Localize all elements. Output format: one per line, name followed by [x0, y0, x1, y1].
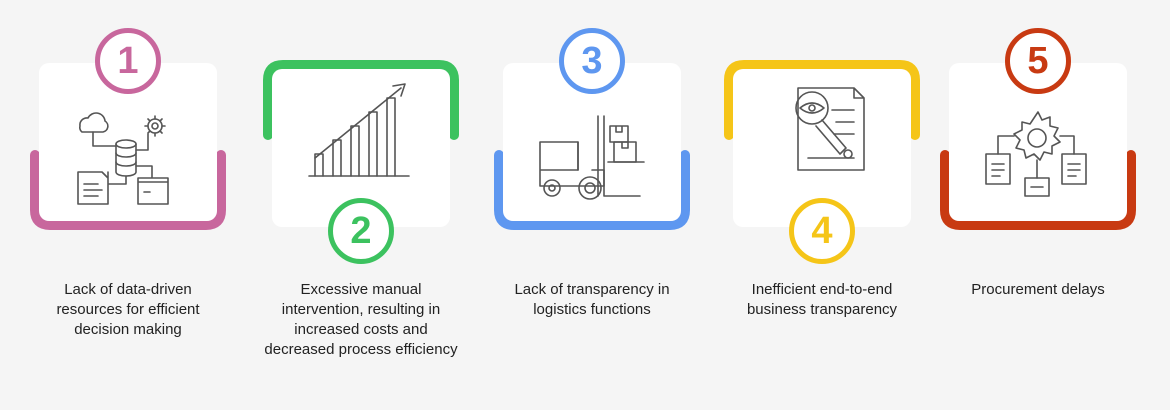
step-number-badge: 5: [1005, 28, 1071, 94]
step-caption-5: Procurement delays: [971, 281, 1105, 298]
step-card-2: 2: [263, 60, 459, 264]
step-number-badge: 4: [789, 198, 855, 264]
step-caption-1: Lack of data-driven resources for effici…: [56, 281, 200, 338]
document-inspection-icon: [795, 87, 865, 171]
growth-chart-icon: [308, 83, 410, 177]
forklift-icon: [539, 115, 645, 200]
step-card-3: 3: [494, 28, 690, 230]
card-frame: [724, 60, 920, 227]
data-infrastructure-icon: [77, 112, 169, 205]
step-card-4: 4: [724, 60, 920, 264]
card-frame: [263, 60, 459, 227]
step-card-5: 5: [940, 28, 1136, 230]
step-caption-2: Excessive manual intervention, resulting…: [264, 281, 458, 358]
step-number-badge: 1: [95, 28, 161, 94]
step-caption-3: Lack of transparency in logistics functi…: [514, 281, 670, 318]
card-frame: [940, 63, 1136, 230]
process-gear-icon: [985, 111, 1087, 197]
step-number-badge: 2: [328, 198, 394, 264]
step-number-badge: 3: [559, 28, 625, 94]
card-frame: [30, 63, 226, 230]
step-caption-4: Inefficient end-to-end business transpar…: [746, 281, 898, 318]
step-card-1: 1: [30, 28, 226, 230]
